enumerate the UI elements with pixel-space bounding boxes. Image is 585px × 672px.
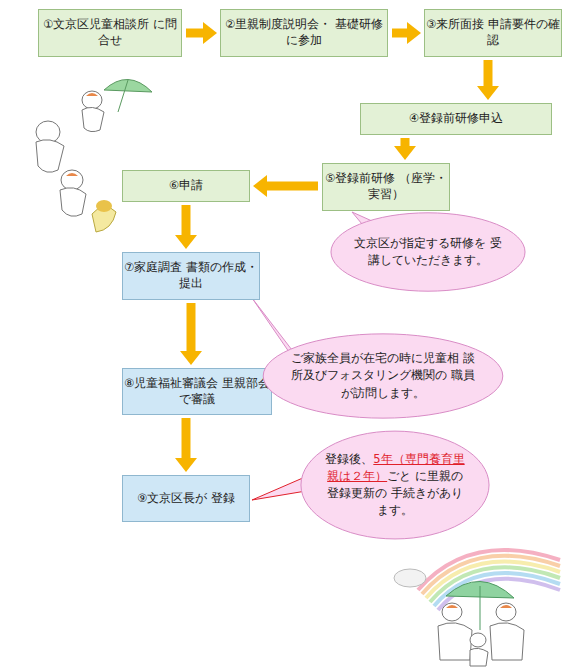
step-label: ③来所面接 申請要件の確認 [425,17,561,48]
flow-arrow [392,22,421,44]
arrow-head [253,175,267,197]
flow-arrow [253,175,318,197]
step-label: ⑥申請 [169,178,203,194]
step-label: ⑤登録前研修 （座学・実習） [323,171,449,202]
process-box: ⑦家庭調査 書類の作成・提出 [122,252,260,300]
callout-text: ご家族全員が在宅の時に児童相 談所及びフォスタリング機関の 職員が訪問します。 [291,351,475,400]
arrow-head [477,86,499,100]
arrow-shaft [266,182,318,191]
bubble-outline [330,212,526,292]
callout-paragraph: ご家族全員が在宅の時に児童相 談所及びフォスタリング機関の 職員が訪問します。 [262,350,504,402]
arrow-head [180,351,202,365]
callout-bubble: ご家族全員が在宅の時に児童相 談所及びフォスタリング機関の 職員が訪問します。 [262,333,504,419]
flow-arrow [175,205,197,249]
process-box: ②里親制度説明会・ 基礎研修に参加 [220,9,388,57]
flow-arrow [180,303,202,365]
process-box: ⑥申請 [122,170,250,202]
cloud [394,569,426,587]
bubble-outline [300,430,490,540]
figure-group [438,581,524,666]
arrow-shaft [186,29,204,38]
step-label: ⑦家庭調査 書類の作成・提出 [123,260,259,291]
callout-bubble: 登録後、5年（専門養育里親は２年）ごと に里親の登録更新の 手続きがあります。 [300,430,490,540]
arrow-shaft [484,60,493,87]
figure-group [36,79,152,232]
process-box: ⑧児童福祉審議会 里親部会で審議 [122,368,272,415]
process-box: ③来所面接 申請要件の確認 [424,9,562,57]
process-box: ①文京区児童相談所 に問合せ [38,9,182,57]
flow-arrow [394,138,416,160]
arrow-head [407,22,421,44]
callout-paragraph: 登録後、5年（専門養育里親は２年）ごと に里親の登録更新の 手続きがあります。 [300,451,490,520]
process-box: ④登録前研修申込 [360,103,552,135]
arrow-shaft [401,138,410,147]
callout-text: 登録後、 [325,452,373,466]
arrow-head [175,235,197,249]
flow-arrow [175,418,197,472]
arrow-head [394,146,416,160]
arrow-head [203,22,217,44]
step-label: ⑨文京区長が 登録 [137,491,235,507]
callout-bubble: 文京区が指定する研修を 受講していただきます。 [330,212,526,292]
arrow-shaft [182,205,191,236]
arrow-shaft [182,418,191,459]
step-label: ⑧児童福祉審議会 里親部会で審議 [123,376,271,407]
callout-paragraph: 文京区が指定する研修を 受講していただきます。 [330,235,526,270]
callout-text: 文京区が指定する研修を 受講していただきます。 [354,236,502,267]
step-label: ②里親制度説明会・ 基礎研修に参加 [221,17,387,48]
arrow-head [175,458,197,472]
step-label: ①文京区児童相談所 に問合せ [39,17,181,48]
rainbow [418,550,560,610]
process-box: ⑤登録前研修 （座学・実習） [322,163,450,211]
arrow-shaft [392,29,408,38]
flow-arrow [186,22,217,44]
step-label: ④登録前研修申込 [409,111,503,127]
arrow-shaft [187,303,196,352]
flow-arrow [477,60,499,100]
process-box: ⑨文京区長が 登録 [122,475,250,522]
